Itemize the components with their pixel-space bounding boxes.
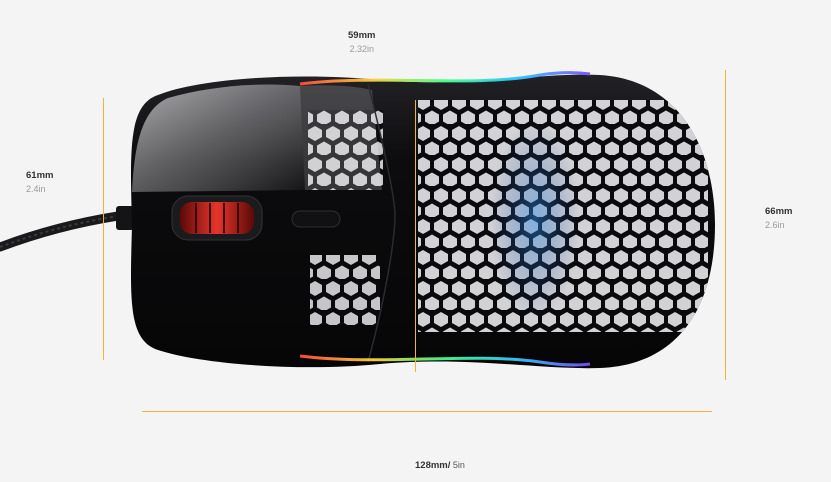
dimension-rear-height-label: 66mm 2.6in bbox=[765, 206, 792, 230]
rear-height-inch: 2.6in bbox=[765, 220, 785, 230]
width-inch: 2.32in bbox=[349, 44, 374, 54]
dimension-width-label: 59mm 2.32in bbox=[348, 30, 375, 54]
measure-line-left bbox=[103, 98, 104, 360]
measure-line-bottom bbox=[142, 411, 712, 412]
length-inch: 5in bbox=[450, 460, 465, 470]
dimension-front-height-label: 61mm 2.4in bbox=[26, 170, 53, 194]
rear-height-mm: 66mm bbox=[765, 206, 793, 217]
measure-line-center bbox=[415, 100, 416, 372]
length-mm: 128mm/ bbox=[415, 460, 451, 471]
width-mm: 59mm bbox=[348, 30, 376, 41]
measure-line-right bbox=[725, 70, 726, 380]
dimension-length-label: 128mm/ 5in bbox=[415, 455, 465, 473]
front-height-inch: 2.4in bbox=[26, 184, 46, 194]
front-height-mm: 61mm bbox=[26, 170, 54, 181]
